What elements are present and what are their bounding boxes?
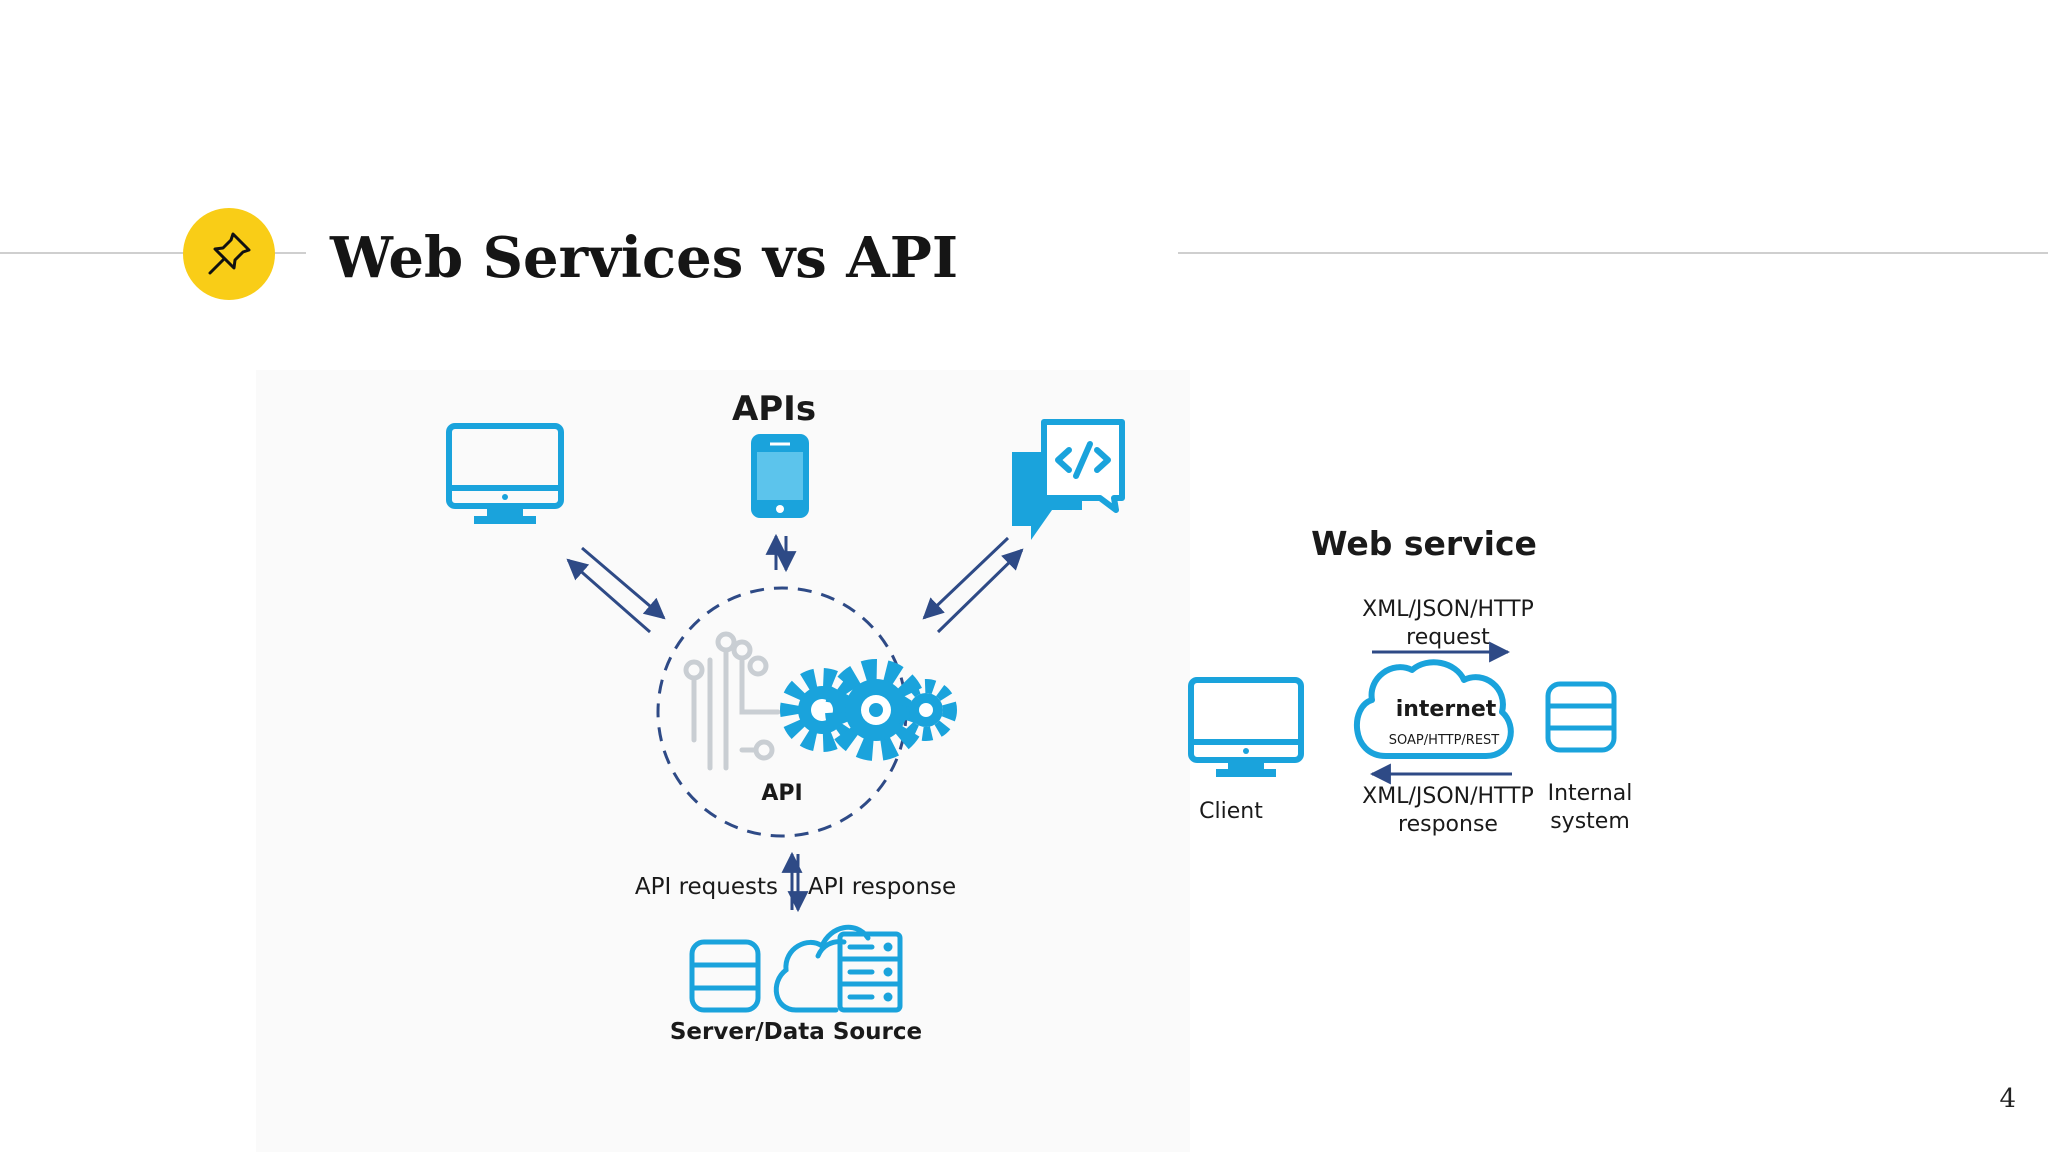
- title-rule-left: [0, 252, 306, 254]
- ws-response-label-line2: response: [1398, 812, 1498, 837]
- web-service-heading: Web service: [1311, 524, 1537, 563]
- ws-request-label-line2: request: [1406, 625, 1490, 650]
- client-monitor-icon: [1188, 677, 1304, 777]
- gear-icon: [780, 659, 957, 761]
- protocol-label: SOAP/HTTP/REST: [1389, 733, 1500, 748]
- internet-label: internet: [1396, 697, 1497, 722]
- pin-badge: [183, 208, 275, 300]
- internal-label-line2: system: [1550, 809, 1630, 834]
- ws-response-label-line1: XML/JSON/HTTP: [1362, 784, 1534, 809]
- internal-label-line1: Internal: [1548, 781, 1633, 806]
- api-requests-label: API requests: [635, 874, 778, 900]
- client-arrows: [566, 533, 1024, 634]
- api-response-label: API response: [808, 874, 956, 900]
- monitor-icon: [446, 423, 564, 524]
- slide-title: Web Services vs API: [330, 225, 959, 291]
- client-label: Client: [1199, 799, 1263, 824]
- apis-heading: APIs: [732, 389, 816, 429]
- server-arrows: [781, 851, 809, 913]
- server-data-source-label: Server/Data Source: [670, 1019, 922, 1045]
- ws-request-label-line1: XML/JSON/HTTP: [1362, 597, 1534, 622]
- smartphone-icon: [751, 434, 809, 518]
- comparison-diagram: APIs: [256, 370, 1633, 1152]
- database-icon: [689, 939, 761, 1013]
- cloud-icon: [1353, 659, 1514, 759]
- circuit-icon: [683, 631, 781, 771]
- page-number: 4: [1999, 1084, 2016, 1114]
- code-chat-icon: [1012, 419, 1125, 540]
- cloud-server-icon: [773, 924, 903, 1013]
- pushpin-icon: [208, 232, 251, 275]
- api-center-label: API: [761, 781, 802, 806]
- internal-system-icon: [1545, 681, 1617, 753]
- comparison-figure: APIs: [256, 370, 1650, 1152]
- title-rule-right: [1178, 252, 2048, 254]
